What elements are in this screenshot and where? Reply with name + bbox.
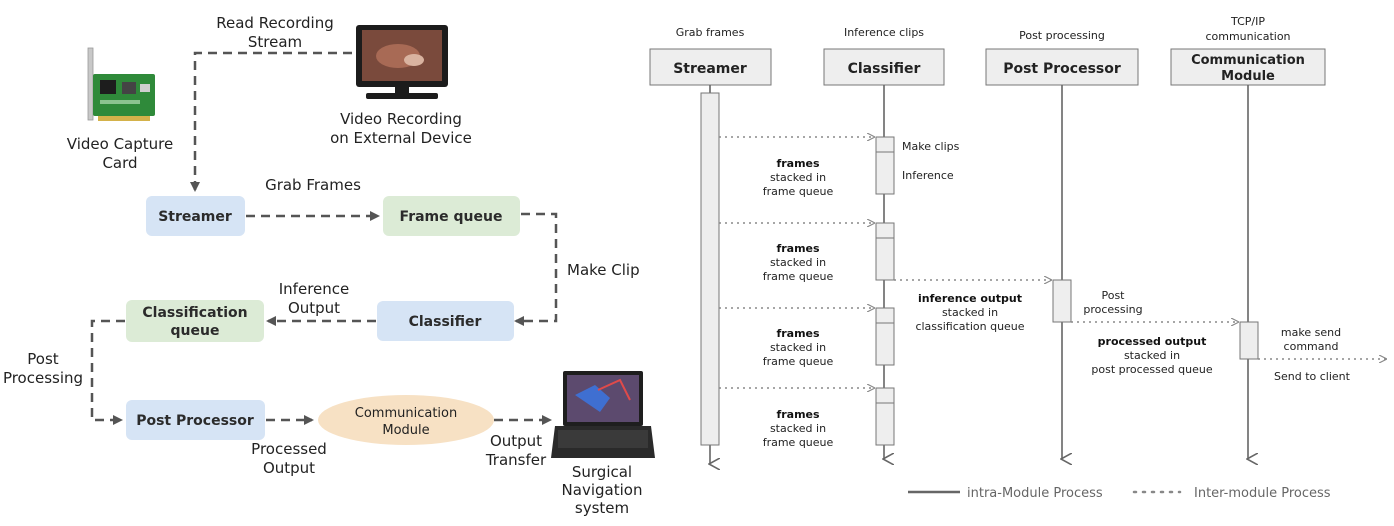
inference-output-note: inference output stacked in classificati… [915,292,1024,333]
communication-module-node-label-1: Communication [355,406,457,421]
communication-module-node: Communication Module [318,395,494,445]
classifier-activation-3 [875,307,895,366]
frame-queue-node-label: Frame queue [400,209,503,225]
surgical-nav-label-1: Surgical [572,463,632,481]
processed-output-note: processed output stacked in post process… [1091,335,1212,376]
classifier-activation-2 [875,222,895,281]
participant-comm-label-1: Communication [1191,53,1305,68]
laptop-icon [551,371,655,458]
participant-post-processor-label: Post Processor [1003,61,1121,77]
external-device-label-1: Video Recording [340,110,462,128]
legend: intra-Module Process Inter-module Proces… [908,486,1331,501]
grab-frames-label: Grab Frames [265,176,361,194]
frames-note-3-queue: frame queue [763,355,834,368]
frames-note-4-title: frames [776,408,820,421]
participant-post-processor: Post Processor [985,48,1139,86]
post-processing-label-2: Processing [3,369,83,387]
inference-output-title: inference output [918,292,1022,305]
note-make-send-2: command [1284,340,1339,353]
participant-communication-module: Communication Module [1170,48,1326,86]
frames-note-1-stacked: stacked in [770,171,826,184]
inference-output-label-1: Inference [279,280,350,298]
frames-note-2-queue: frame queue [763,270,834,283]
frames-note-4-stacked: stacked in [770,422,826,435]
frames-note-1-title: frames [776,157,820,170]
classifier-node: Classifier [377,301,514,341]
inference-output-stacked: stacked in [942,306,998,319]
external-device-label-2: on External Device [330,129,472,147]
streamer-activation [700,92,720,446]
processed-output-label-1: Processed [251,440,327,458]
frames-note-4-queue: frame queue [763,436,834,449]
make-clip-label: Make Clip [567,261,640,279]
pipeline-connectors [90,51,558,425]
video-capture-card-icon [87,47,155,121]
streamer-node: Streamer [146,196,245,236]
frames-note-3-stacked: stacked in [770,341,826,354]
participant-classifier-label: Classifier [848,61,921,77]
frames-note-3: frames stacked in frame queue [763,327,834,368]
inter-module-messages [719,137,1386,388]
note-make-clips: Make clips [902,140,960,153]
legend-intra: intra-Module Process [967,486,1103,501]
processed-output-queue: post processed queue [1091,363,1212,376]
inference-output-label-2: Output [288,299,340,317]
frame-queue-node: Frame queue [383,196,520,236]
frames-note-1: frames stacked in frame queue [763,157,834,198]
header-post-processing: Post processing [1019,29,1105,42]
post-processor-node-label: Post Processor [136,413,254,429]
classifier-activation-4 [875,387,895,446]
surgical-nav-label-2: Navigation [562,481,643,499]
participant-classifier: Classifier [823,48,945,86]
processed-output-stacked: stacked in [1124,349,1180,362]
read-stream-label-2: Stream [248,33,302,51]
frames-note-2: frames stacked in frame queue [763,242,834,283]
classifier-node-label: Classifier [409,314,482,330]
note-make-send-1: make send [1281,326,1341,339]
capture-card-label-2: Card [102,154,137,172]
note-post-2: processing [1083,303,1142,316]
frames-note-2-stacked: stacked in [770,256,826,269]
header-tcp-1: TCP/IP [1230,15,1265,28]
note-inference: Inference [902,169,954,182]
inference-output-queue: classification queue [915,320,1024,333]
participant-streamer: Streamer [649,48,772,86]
monitor-icon [356,25,448,99]
classifier-activation-1 [875,136,895,195]
pipeline-diagram: Video Capture Card Read Recording Stream… [3,14,655,517]
post-processor-node: Post Processor [126,400,265,440]
frames-note-1-queue: frame queue [763,185,834,198]
output-transfer-label-2: Transfer [485,451,547,469]
note-send-client: Send to client [1274,370,1351,383]
legend-inter: Inter-module Process [1194,486,1331,501]
participant-streamer-label: Streamer [673,61,747,77]
surgical-nav-label-3: system [575,499,629,517]
frames-note-3-title: frames [776,327,820,340]
frames-note-4: frames stacked in frame queue [763,408,834,449]
classification-queue-node: Classification queue [126,300,264,342]
processed-output-title: processed output [1098,335,1207,348]
classification-queue-node-label-1: Classification [142,305,247,321]
post-processor-activation [1052,279,1072,323]
output-transfer-label-1: Output [490,432,542,450]
header-inference-clips: Inference clips [844,26,924,39]
note-post-1: Post [1101,289,1125,302]
classification-queue-node-label-2: queue [171,323,220,339]
participant-comm-label-2: Module [1221,69,1275,84]
streamer-node-label: Streamer [158,209,232,225]
communication-module-node-label-2: Module [382,423,429,438]
read-stream-label-1: Read Recording [216,14,333,32]
processed-output-label-2: Output [263,459,315,477]
frames-note-2-title: frames [776,242,820,255]
comm-module-activation [1239,321,1259,360]
capture-card-label-1: Video Capture [67,135,173,153]
header-tcp-2: communication [1205,30,1290,43]
post-processing-label-1: Post [27,350,59,368]
sequence-diagram: Grab frames Inference clips Post process… [649,15,1386,501]
header-grab-frames: Grab frames [676,26,745,39]
